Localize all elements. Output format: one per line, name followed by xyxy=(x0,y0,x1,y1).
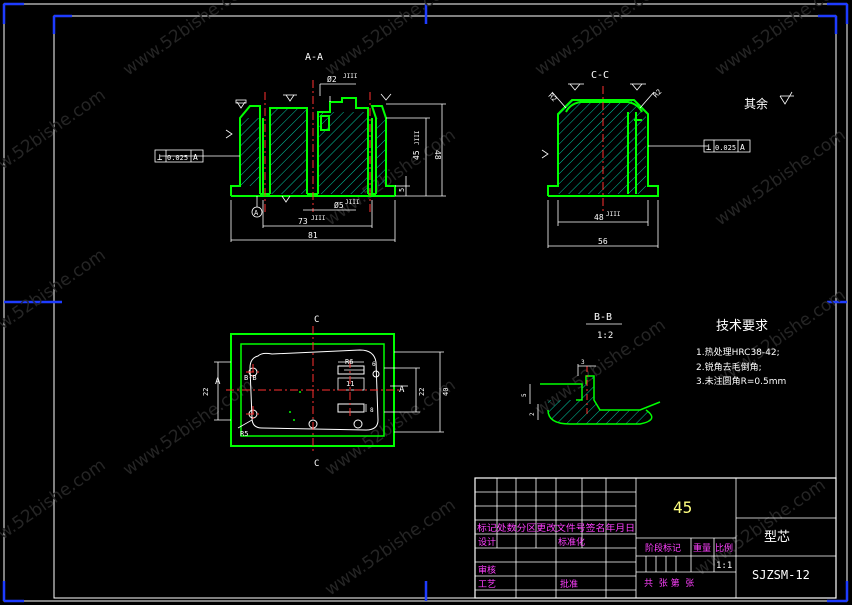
section-view-cc: C-C R2 R2 48 JIII 56 xyxy=(541,70,751,248)
datum-label-a: A xyxy=(254,209,259,217)
dim-height-inner-tol: JIII xyxy=(414,130,421,145)
detail-view-bb: B-B 1:2 3 5 2 xyxy=(521,312,661,425)
section-mark-c-bottom: C xyxy=(314,459,319,469)
dim-plan-height-inner: 22 xyxy=(418,388,426,396)
roughness-symbol xyxy=(541,83,646,159)
title-block-review: 审核 xyxy=(478,564,496,576)
tol-value-cc: 0.025 xyxy=(715,144,736,152)
aa-centerlines xyxy=(264,80,371,212)
title-block-weight: 重量 xyxy=(693,542,711,554)
tech-req-title: 技术要求 xyxy=(716,319,768,334)
view-label-aa: A-A xyxy=(305,52,323,63)
title-block-mark-row: 标记处数分区更改文件号签名年月日 xyxy=(477,522,635,534)
title-block-standardize: 标准化 xyxy=(558,536,585,548)
dim-plan-height-outer: 40 xyxy=(442,388,450,396)
cc-hatch xyxy=(558,100,646,194)
dim-plan-slot-width: 11 xyxy=(346,380,354,388)
view-label-cc: C-C xyxy=(591,70,609,81)
view-label-bb: B-B xyxy=(594,312,612,323)
plan-view: C C A A R6 11 6 8 22 22 40 R5 B-B xyxy=(202,315,450,469)
dim-flange: 5 xyxy=(398,188,406,192)
title-block-approve: 批准 xyxy=(560,578,578,590)
dim-bottom-dia-tol: JIII xyxy=(345,199,360,206)
aa-outline xyxy=(230,97,396,197)
cc-dims xyxy=(547,91,708,248)
bb-dims xyxy=(529,364,596,420)
aa-dims xyxy=(160,83,446,242)
title-block-process: 工艺 xyxy=(478,579,496,590)
plan-dot xyxy=(289,411,291,413)
dim-inner-width-tol: JIII xyxy=(311,215,326,222)
tech-requirements: 技术要求 1.热处理HRC38-42; 2.锐角去毛倒角; 3.未注圆角R=0.… xyxy=(696,319,786,387)
tech-req-item: 3.未注圆角R=0.5mm xyxy=(696,375,786,387)
title-block-material: 45 xyxy=(673,498,692,517)
tech-req-item: 1.热处理HRC38-42; xyxy=(696,346,780,358)
tol-symbol-cc: ⊥ xyxy=(706,143,712,153)
dim-cc-inner-width: 48 xyxy=(594,213,604,222)
dim-overall-width: 81 xyxy=(308,231,318,240)
tolerance-frame-cc xyxy=(703,139,751,153)
section-mark-c-top: C xyxy=(314,315,319,325)
dim-r-left: R2 xyxy=(547,92,559,104)
section-view-aa: A-A xyxy=(154,52,446,242)
dim-r-right: R2 xyxy=(652,88,664,100)
tol-datum-aa: A xyxy=(193,153,198,162)
dim-top-small: Ø2 xyxy=(327,74,337,84)
title-block-part-name: 型芯 xyxy=(764,530,790,545)
tol-datum-cc: A xyxy=(740,143,745,152)
dim-bottom-dia: Ø5 xyxy=(334,200,344,210)
section-mark-a-left: A xyxy=(215,377,221,387)
dim-cc-overall-width: 56 xyxy=(598,237,608,246)
rest-roughness-note: 其余 xyxy=(744,96,768,111)
plan-centerlines xyxy=(226,326,402,454)
plan-dims xyxy=(214,351,444,433)
title-block-grid xyxy=(475,478,836,598)
section-mark-a-right: A xyxy=(399,385,405,395)
aa-hatch xyxy=(240,108,386,194)
tol-value-aa: 0.025 xyxy=(167,154,188,162)
dim-plan-small: 8 xyxy=(370,407,374,414)
inner-frame xyxy=(53,15,837,599)
dim-bb-side-bottom: 2 xyxy=(529,412,536,416)
tech-req-item: 2.锐角去毛倒角; xyxy=(696,361,762,373)
dim-top-small-tol: JIII xyxy=(343,73,358,80)
dim-plan-width-left: 22 xyxy=(202,388,210,396)
title-block-frame xyxy=(474,477,837,599)
tol-symbol-aa: ⊥ xyxy=(157,153,163,163)
dim-inner-width: 73 xyxy=(298,217,308,226)
dim-plan-slot-height: 6 xyxy=(372,361,376,368)
title-block-sheets: 共 张 第 张 xyxy=(644,577,694,589)
bb-hatch xyxy=(548,376,651,424)
title-block-scale-label: 比例 xyxy=(715,542,733,554)
dim-plan-r6: R6 xyxy=(345,358,353,366)
tolerance-frame-aa xyxy=(154,149,204,163)
title-block-drawing-number: SJZSM-12 xyxy=(752,568,810,582)
dim-bb-side-left: 5 xyxy=(521,393,528,397)
title-block-design: 设计 xyxy=(478,536,496,548)
plan-dot xyxy=(299,391,301,393)
title-block: 标记处数分区更改文件号签名年月日 设计 标准化 审核 工艺 批准 45 阶段标记… xyxy=(474,477,837,599)
plan-core-profile xyxy=(249,349,379,431)
plan-dot xyxy=(293,419,295,421)
dim-bb-top: 3 xyxy=(581,359,585,366)
plan-hole xyxy=(353,419,363,429)
dim-height-inner: 45 xyxy=(412,150,421,160)
title-block-scale-value: 1:1 xyxy=(716,561,732,571)
title-block-stage-mark: 阶段标记 xyxy=(645,542,681,554)
plan-slot-bottom xyxy=(337,403,365,413)
view-scale-bb: 1:2 xyxy=(597,331,613,341)
plan-hole xyxy=(372,370,380,378)
dim-cc-inner-width-tol: JIII xyxy=(606,211,621,218)
cc-outline xyxy=(547,99,659,197)
bb-outline xyxy=(540,375,661,425)
rest-roughness-symbol xyxy=(779,91,794,105)
dim-plan-r5: R5 xyxy=(240,430,248,438)
dim-height-main: 48 xyxy=(433,150,442,160)
dim-plan-hole-label: B-B xyxy=(244,374,257,382)
roughness-symbol xyxy=(225,93,392,203)
